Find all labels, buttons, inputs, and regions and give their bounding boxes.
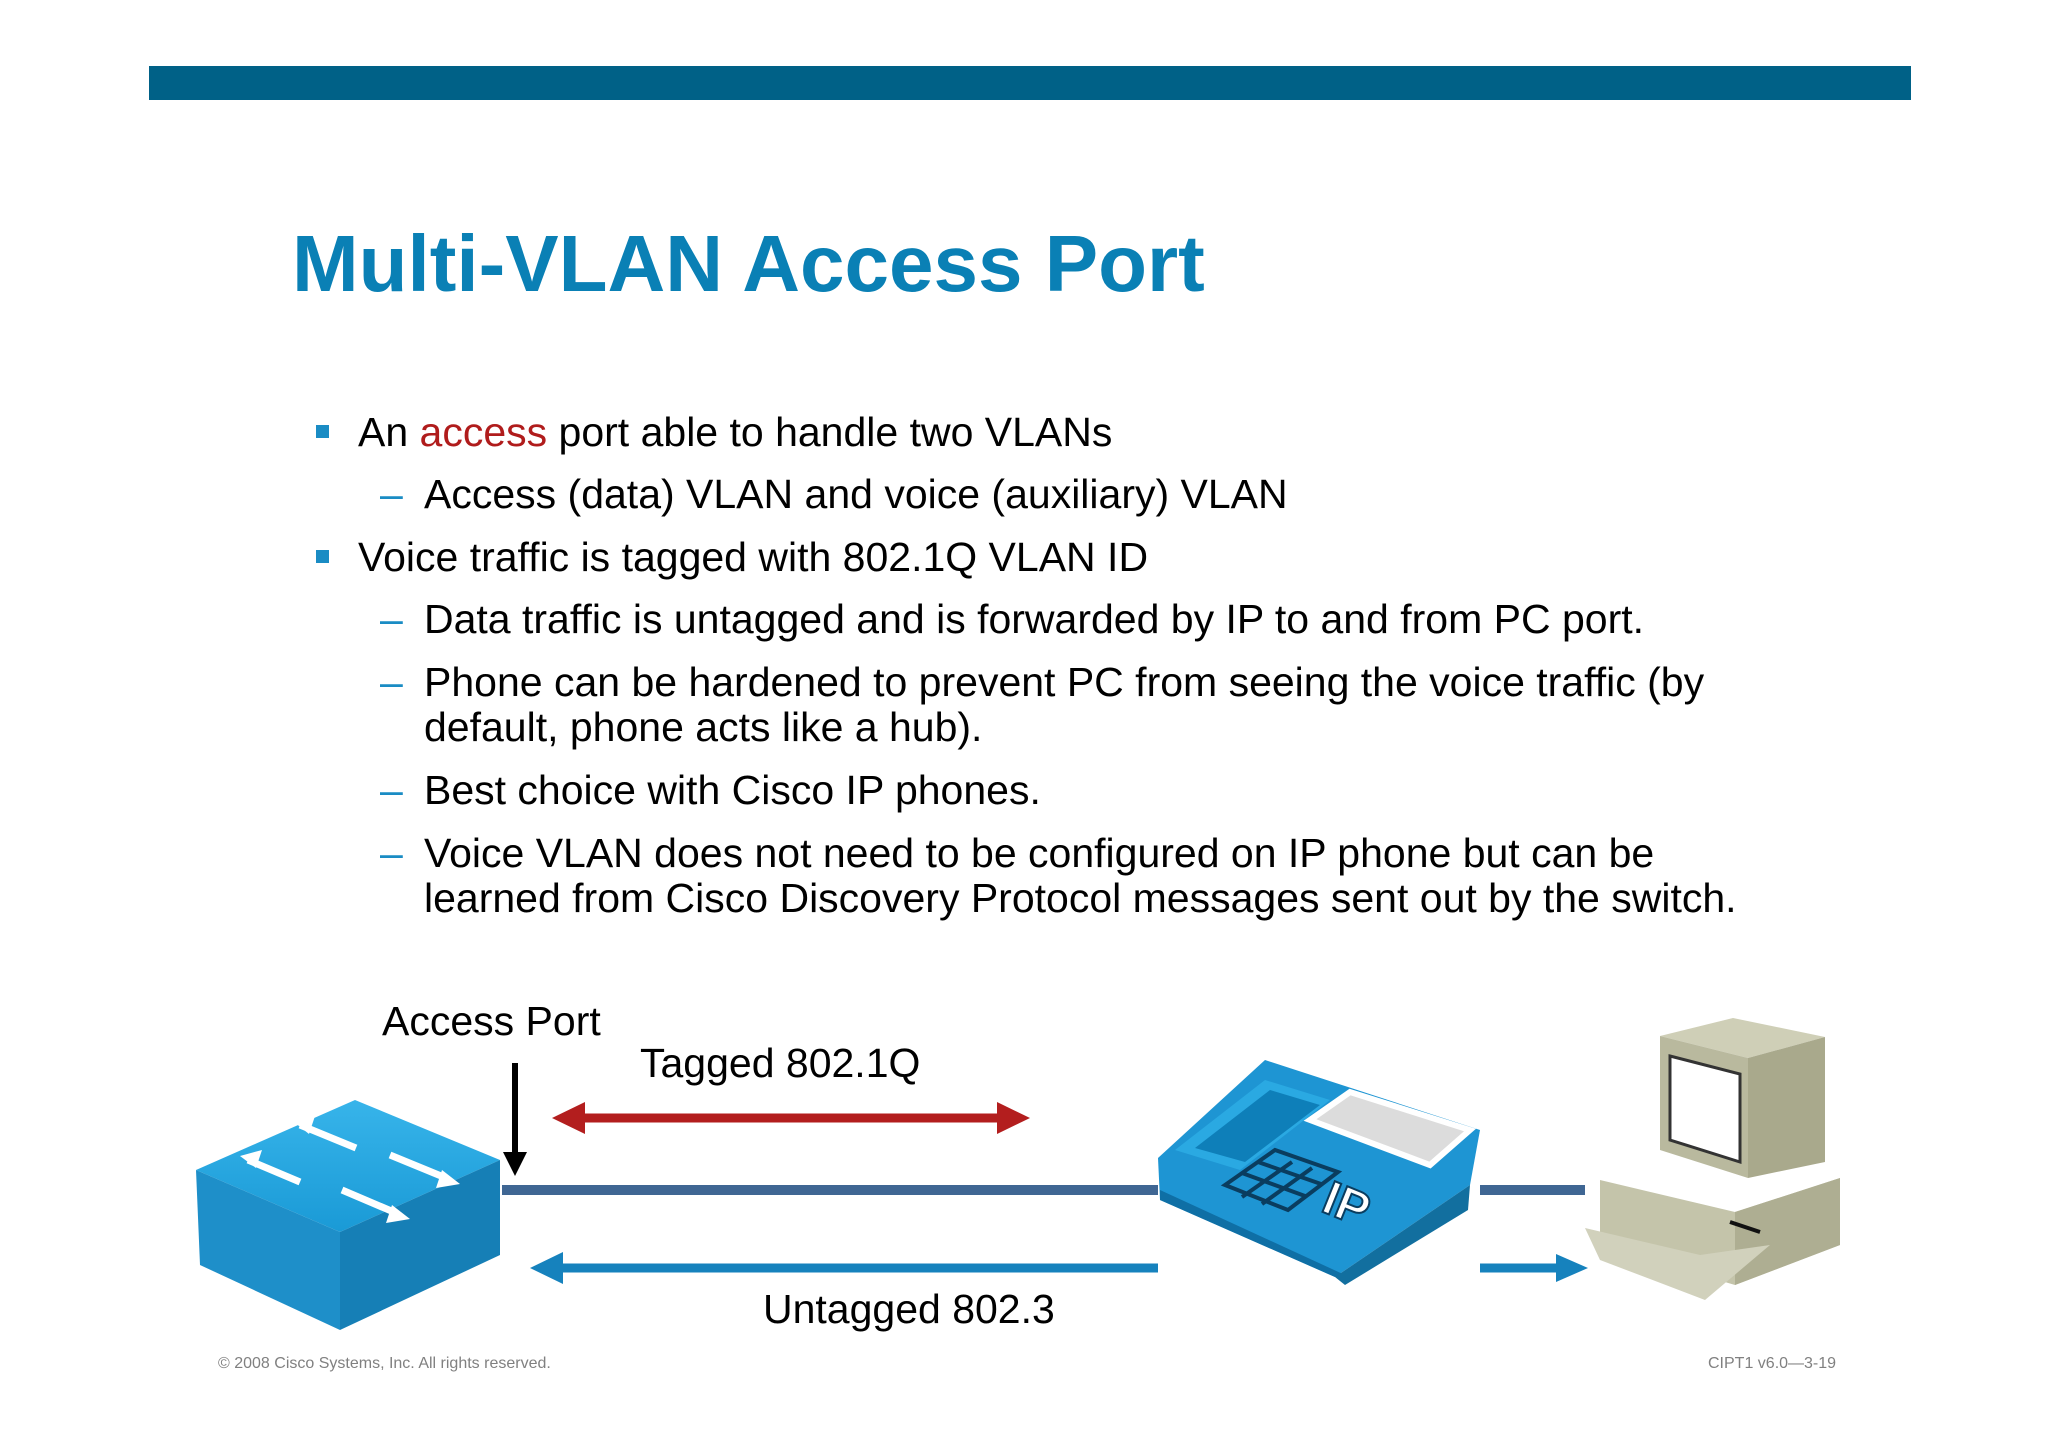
switch-icon [196,1100,500,1330]
sub-bullet-text: Phone can be hardened to prevent PC from… [424,659,1705,750]
bullet-text: An [358,409,420,455]
sub-bullet-text: Access (data) VLAN and voice (auxiliary)… [424,471,1288,517]
sub-bullet-item: –Phone can be hardened to prevent PC fro… [316,660,1776,750]
sub-bullet-item: –Voice VLAN does not need to be configur… [316,831,1776,921]
pc-icon [1585,1018,1840,1300]
untagged-arrow-to-pc [1480,1254,1588,1282]
top-banner-bar [149,66,1911,100]
sub-bullet-item: –Access (data) VLAN and voice (auxiliary… [316,472,1776,517]
untagged-label: Untagged 802.3 [763,1286,1055,1332]
bullet-square-icon [316,550,329,563]
bullet-item: Voice traffic is tagged with 802.1Q VLAN… [316,535,1776,580]
tagged-label: Tagged 802.1Q [640,1040,921,1086]
sub-bullet-text: Data traffic is untagged and is forwarde… [424,596,1645,642]
slide-title: Multi-VLAN Access Port [292,219,1205,308]
copyright-text: © 2008 Cisco Systems, Inc. All rights re… [218,1355,551,1372]
bullet-text: Voice traffic is tagged with 802.1Q VLAN… [358,534,1149,580]
bullet-list: An access port able to handle two VLANs –… [316,410,1776,939]
bullet-item: An access port able to handle two VLANs [316,410,1776,455]
dash-marker: – [380,659,403,705]
access-port-pointer [503,1063,527,1176]
sub-bullet-item: –Best choice with Cisco IP phones. [316,768,1776,813]
sub-bullet-item: –Data traffic is untagged and is forward… [316,597,1776,642]
dash-marker: – [380,767,403,813]
ip-phone-icon: IP [1158,1060,1480,1285]
sub-bullet-text: Best choice with Cisco IP phones. [424,767,1041,813]
dash-marker: – [380,596,403,642]
slide-id: CIPT1 v6.0—3-19 [1708,1355,1837,1372]
untagged-arrow [530,1252,1158,1284]
dash-marker: – [380,830,403,876]
sub-bullet-text: Voice VLAN does not need to be configure… [424,830,1737,921]
dash-marker: – [380,471,403,517]
highlighted-term: access [419,409,548,455]
bullet-text: port able to handle two VLANs [547,409,1113,455]
bullet-square-icon [316,425,329,438]
tagged-arrow [552,1102,1030,1134]
access-port-label: Access Port [382,998,601,1044]
